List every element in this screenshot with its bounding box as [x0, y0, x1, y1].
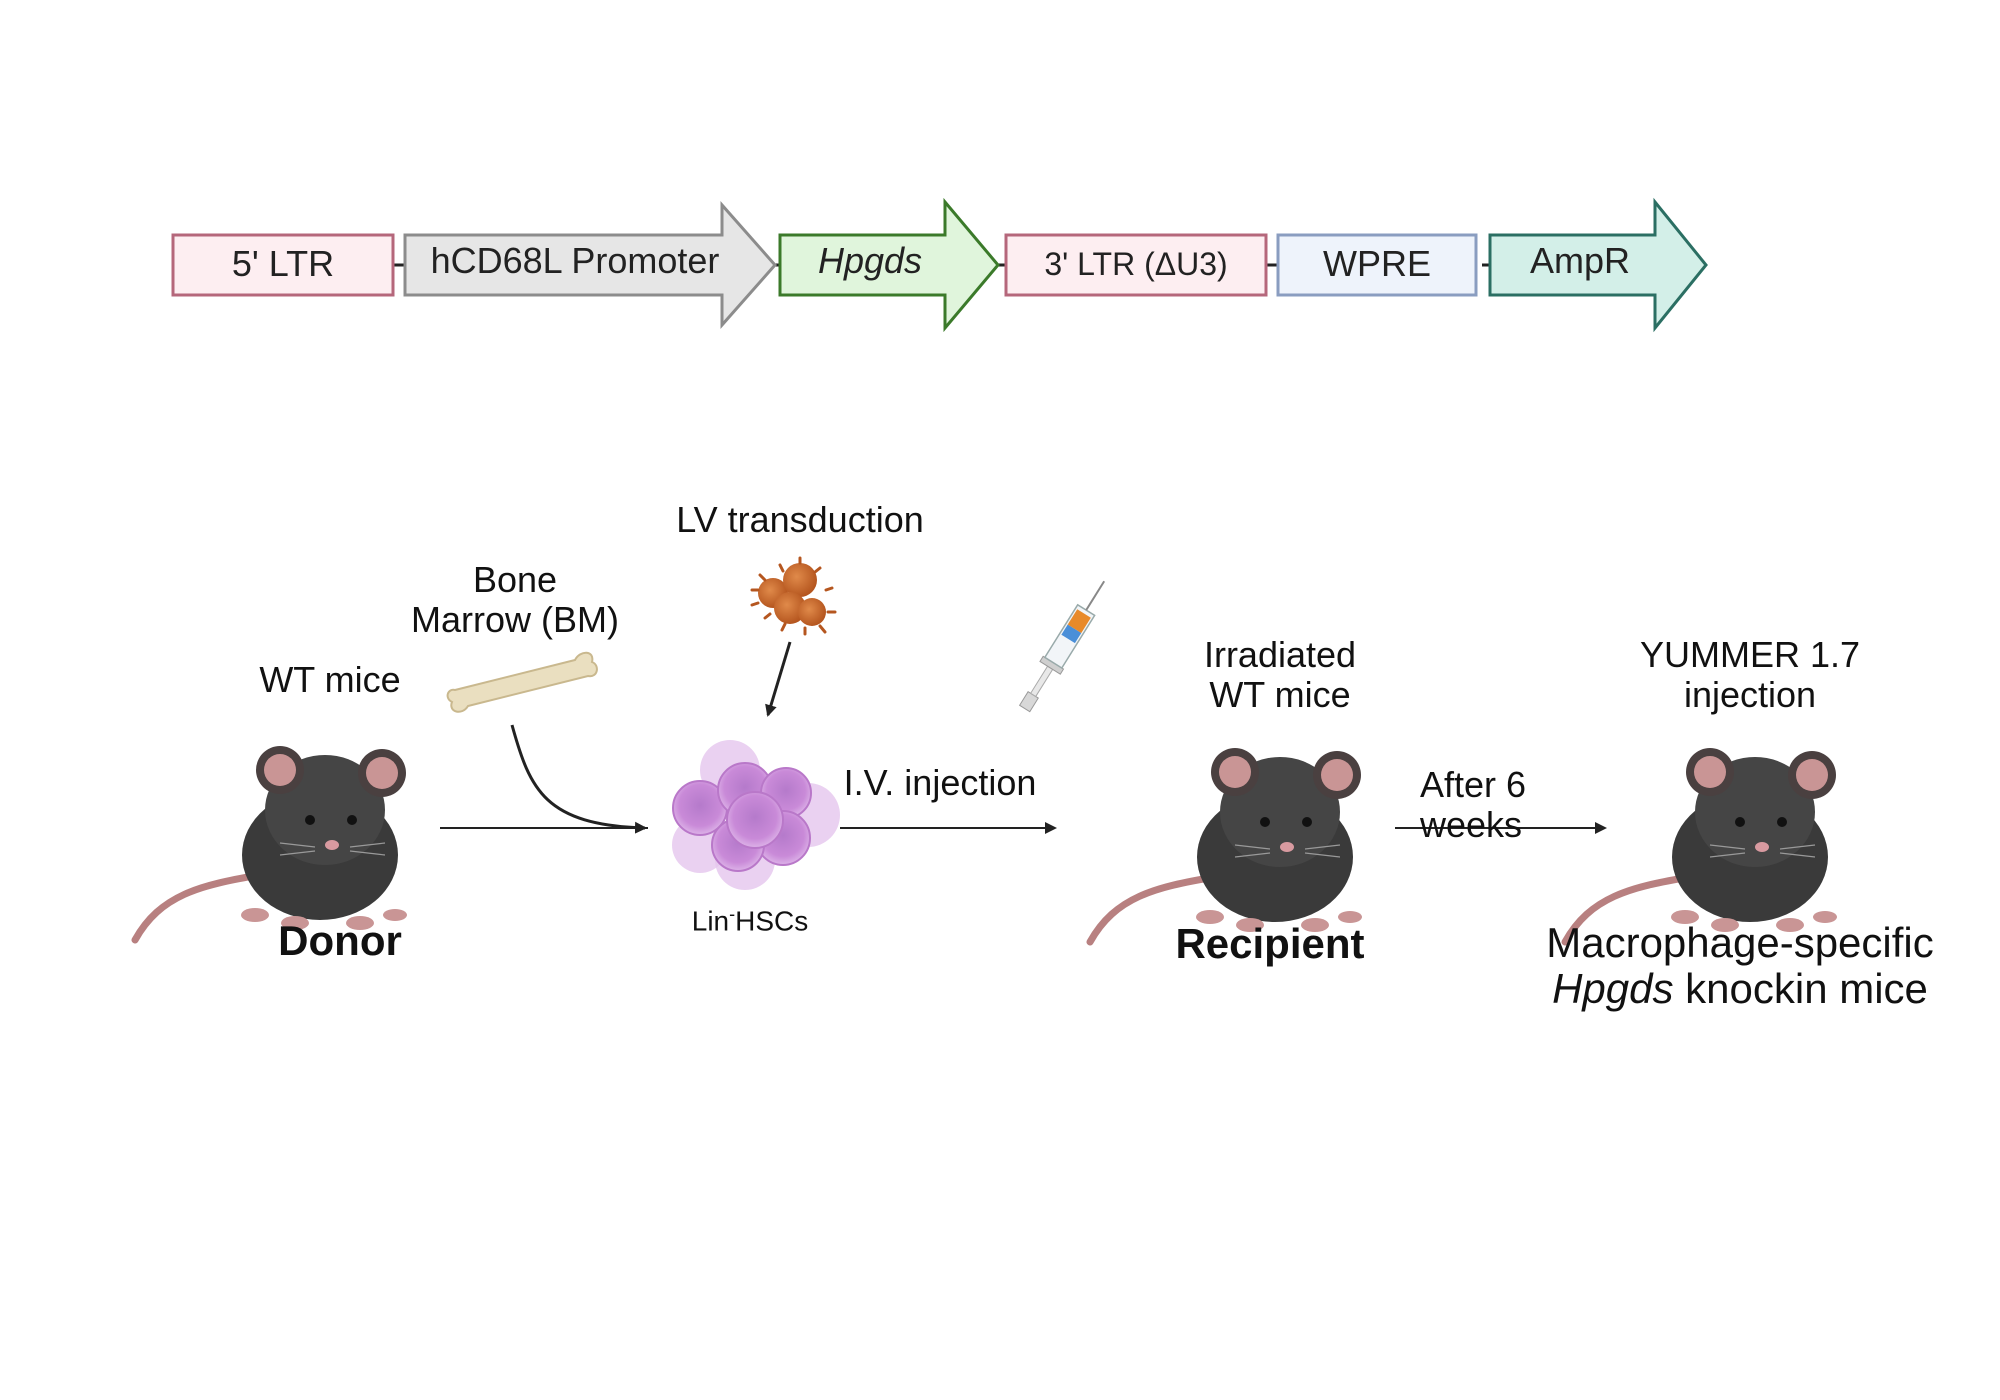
segment-ampr-label: AmpR — [1529, 240, 1631, 281]
lentivirus-icon — [750, 556, 837, 636]
bone-marrow-label-line2: Marrow (BM) — [411, 598, 619, 640]
donor-label: Donor — [278, 917, 402, 964]
bone-marrow-label-line1: Bone — [472, 559, 558, 600]
segment-wpre-label: WPRE — [1323, 243, 1431, 284]
lin-prefix: Lin — [691, 905, 730, 937]
segment-hpgds-label: Hpgds — [817, 240, 923, 281]
segment-ampr — [1488, 197, 1708, 333]
recipient-mouse-icon — [1090, 748, 1362, 942]
lin-superscript: - — [729, 904, 736, 924]
after-weeks-line1: After 6 — [1420, 764, 1527, 805]
lv-transduction-label: LV transduction — [676, 499, 924, 540]
yummer-line2: injection — [1683, 673, 1817, 715]
bone-icon — [446, 651, 598, 713]
donor-mouse-icon — [135, 746, 407, 940]
irradiated-line2: WT mice — [1209, 673, 1351, 715]
segment-3-ltr-label: 3' LTR (ΔU3) — [1044, 246, 1228, 282]
hsc-cluster-icon — [672, 740, 840, 890]
bone-marrow-label: Bone Marrow (BM) — [380, 560, 650, 639]
yummer-line1: YUMMER 1.7 — [1639, 634, 1861, 675]
segment-hpgds — [778, 197, 1000, 333]
after-weeks-line2: weeks — [1420, 803, 1523, 845]
after-6-weeks-label: After 6 weeks — [1420, 765, 1580, 844]
segment-wpre — [1276, 233, 1478, 297]
virus-to-hsc-arrow — [765, 641, 792, 717]
segment-5-ltr-label: 5' LTR — [231, 243, 335, 284]
lin-suffix: HSCs — [735, 905, 809, 937]
irradiated-wt-mice-label: Irradiated WT mice — [1150, 635, 1410, 714]
recipient-label: Recipient — [1175, 920, 1365, 967]
construct-map — [171, 197, 1708, 333]
segment-hcd68l-promoter-label: hCD68L Promoter — [430, 240, 720, 281]
knockin-mice-label: Macrophage-specific Hpgds knockin mice — [1520, 919, 1960, 1013]
yummer-injection-label: YUMMER 1.7 injection — [1590, 635, 1910, 714]
knockin-mouse-icon — [1565, 748, 1837, 942]
result-line1: Macrophage-specific — [1546, 919, 1934, 966]
result-gene: Hpgds — [1552, 965, 1674, 1013]
lin-hscs-label: Lin-HSCs — [660, 904, 840, 937]
segment-hcd68l-promoter — [403, 201, 778, 329]
segment-3-ltr — [1004, 233, 1268, 297]
result-line2-suffix: knockin mice — [1673, 965, 1928, 1013]
iv-injection-label: I.V. injection — [843, 762, 1037, 803]
segment-5-ltr — [171, 233, 395, 297]
syringe-icon — [1018, 580, 1106, 713]
wt-mice-label: WT mice — [259, 659, 401, 700]
irradiated-line1: Irradiated — [1203, 634, 1357, 675]
bm-to-hsc-arrow — [510, 724, 647, 834]
